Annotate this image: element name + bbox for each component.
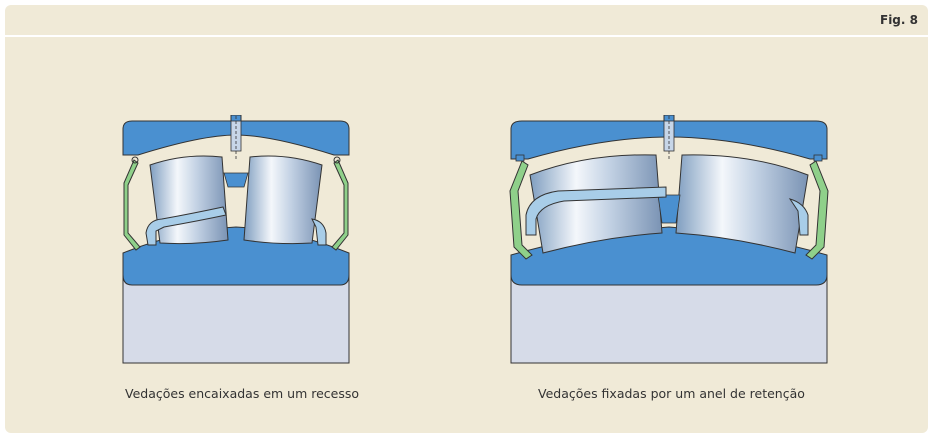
caption-recessed-seals: Vedações encaixadas em um recesso [125, 386, 360, 401]
figure-label: Fig. 8 [880, 13, 918, 27]
figure-header: Fig. 8 [5, 5, 928, 37]
seal-spring-right [333, 156, 341, 164]
roller-right [243, 155, 323, 245]
cage-right [788, 198, 809, 236]
seal-right [331, 159, 349, 251]
roller-right [675, 154, 809, 254]
bearing-diagram-snap-ring-seals [509, 115, 829, 364]
shaft [122, 274, 350, 364]
cage-right [311, 218, 327, 246]
guide-ring [657, 194, 681, 224]
snap-ring-left [515, 154, 525, 162]
seal-spring-left [131, 156, 139, 164]
caption-snap-ring-seals: Vedações fixadas por um anel de retenção [538, 386, 805, 401]
figure-panel: Fig. 8 [5, 5, 928, 433]
cage [525, 186, 667, 236]
snap-ring-right [813, 154, 823, 162]
guide-ring [223, 172, 249, 188]
roller-left [529, 154, 663, 254]
shaft [510, 274, 828, 364]
roller-left [149, 155, 229, 245]
cage [145, 206, 227, 246]
seal-left [509, 160, 533, 260]
seal-right [805, 160, 829, 260]
bearing-diagram-recessed-seals [122, 115, 350, 364]
seal-left [123, 159, 141, 251]
inner-ring [122, 226, 350, 286]
